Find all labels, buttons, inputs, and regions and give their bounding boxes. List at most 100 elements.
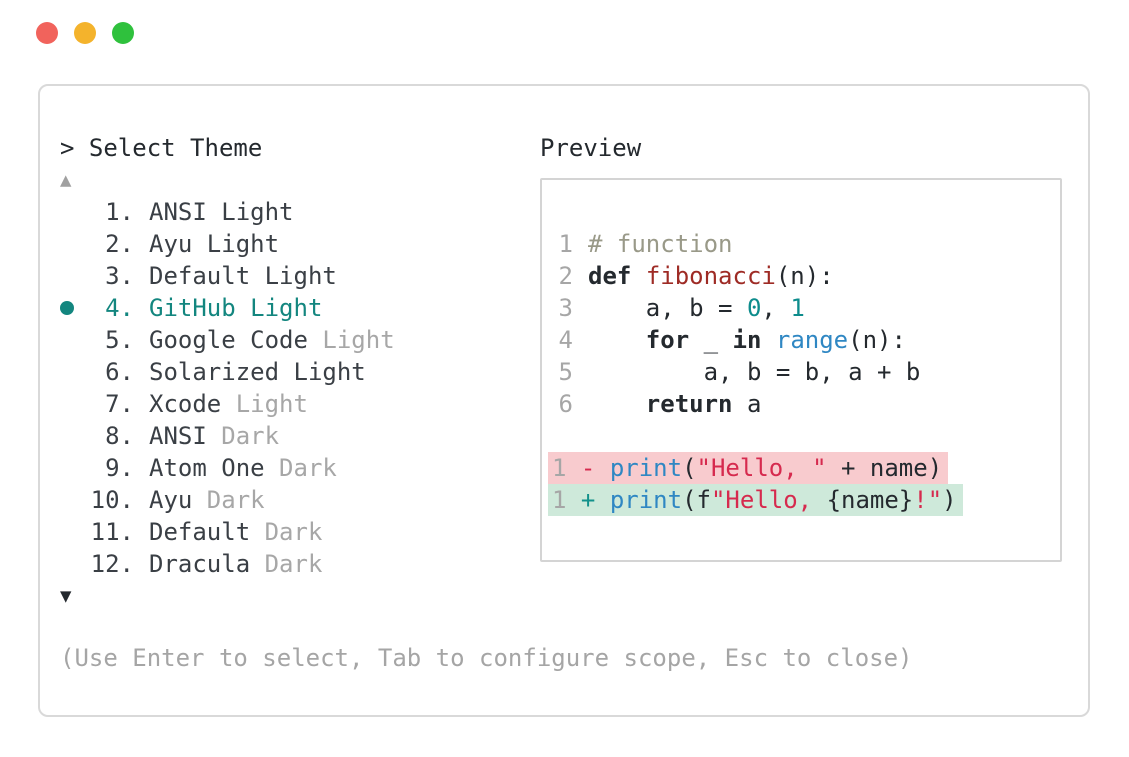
selection-bullet-slot <box>60 260 90 292</box>
selection-bullet-slot <box>60 516 90 548</box>
theme-list-item[interactable]: 12. Dracula Dark <box>60 548 520 580</box>
theme-item-number: 2. <box>105 230 134 258</box>
theme-list-item[interactable]: 5. Google Code Light <box>60 324 520 356</box>
theme-item-number: 7. <box>105 390 134 418</box>
theme-item-number: 6. <box>105 358 134 386</box>
theme-item-label: Solarized Light <box>149 356 366 388</box>
code-token: {name} <box>826 486 914 514</box>
code-token: (f <box>682 486 711 514</box>
theme-item-number: 8. <box>105 422 134 450</box>
theme-item-label: Atom One Dark <box>149 452 337 484</box>
theme-list-item[interactable]: 1.ANSI Light <box>60 196 520 228</box>
theme-item-number: 12. <box>90 550 134 578</box>
theme-name-text: Google Code <box>149 326 323 354</box>
line-number: 2 <box>558 262 573 290</box>
picker-title: > Select Theme <box>60 134 263 162</box>
code-token: ) <box>942 486 957 514</box>
code-token: print <box>609 454 683 482</box>
theme-variant-text: Light <box>322 326 395 354</box>
theme-item-label: Ayu Dark <box>149 484 265 516</box>
theme-list-item[interactable]: 8. ANSI Dark <box>60 420 520 452</box>
theme-list-item[interactable]: 9.Atom One Dark <box>60 452 520 484</box>
code-token: - <box>566 454 610 482</box>
scroll-up-icon[interactable]: ▲ <box>60 169 72 191</box>
theme-list-item[interactable]: 4.GitHub Light <box>60 292 520 324</box>
theme-list-item[interactable]: 10. Ayu Dark <box>60 484 520 516</box>
theme-variant-text: Dark <box>264 550 323 578</box>
line-number: 1 <box>558 230 573 258</box>
diff-line: 1 - print("Hello, " + name) <box>542 452 1060 484</box>
preview-label: Preview <box>540 134 642 162</box>
code-token: for <box>645 326 690 354</box>
zoom-button[interactable] <box>112 22 134 44</box>
theme-item-number: 10. <box>90 486 134 514</box>
code-token: a <box>732 390 762 418</box>
theme-item-number: 1. <box>105 198 134 226</box>
code-token: in <box>732 326 762 354</box>
theme-name-text: Ayu <box>149 486 207 514</box>
code-token: 1 <box>790 294 805 322</box>
code-token: range <box>775 326 849 354</box>
line-number: 1 <box>552 486 567 514</box>
theme-item-label: Google Code Light <box>149 324 395 356</box>
line-number: 5 <box>558 358 573 386</box>
code-token: a, b = b, a + b <box>588 358 921 386</box>
scroll-down-icon[interactable]: ▼ <box>60 585 72 607</box>
theme-item-number: 4. <box>105 294 134 322</box>
theme-name-text: Xcode <box>149 390 236 418</box>
theme-variant-text: Dark <box>221 422 280 450</box>
theme-name-text: Default Light <box>149 262 337 290</box>
selection-bullet-slot <box>60 548 90 580</box>
theme-item-number: 11. <box>90 518 134 546</box>
selection-bullet-slot <box>60 388 90 420</box>
line-number: 4 <box>558 326 573 354</box>
code-token: a, b = <box>588 294 747 322</box>
selection-bullet-slot <box>60 484 90 516</box>
code-token: 0 <box>746 294 762 322</box>
hint-text: (Use Enter to select, Tab to configure s… <box>60 644 913 672</box>
diff-inserted-highlight: 1 + print(f"Hello, {name}!") <box>548 484 963 516</box>
code-token: , <box>761 294 791 322</box>
selection-bullet-slot <box>60 292 90 324</box>
code-token: + <box>566 486 610 514</box>
close-button[interactable] <box>36 22 58 44</box>
theme-variant-text: Dark <box>206 486 265 514</box>
diff-deleted-highlight: 1 - print("Hello, " + name) <box>548 452 949 484</box>
code-token: "Hello, <box>710 486 827 514</box>
code-token: return <box>645 390 733 418</box>
theme-variant-text: Dark <box>279 454 337 482</box>
theme-item-number: 5. <box>105 326 134 354</box>
blank-line <box>542 420 1060 452</box>
theme-list-item[interactable]: 11. Default Dark <box>60 516 520 548</box>
selection-bullet-slot <box>60 356 90 388</box>
theme-item-label: Dracula Dark <box>149 548 322 580</box>
code-token: print <box>609 486 683 514</box>
theme-item-label: Default Dark <box>149 516 322 548</box>
theme-variant-text: Dark <box>264 518 323 546</box>
selection-bullet-slot <box>60 324 90 356</box>
line-number: 3 <box>558 294 573 322</box>
selection-bullet-slot <box>60 452 90 484</box>
code-token <box>631 260 645 292</box>
theme-item-number: 3. <box>105 262 134 290</box>
code-token: !" <box>913 486 943 514</box>
code-token: (n): <box>775 262 834 290</box>
diff-line: 1 + print(f"Hello, {name}!") <box>542 484 1060 516</box>
theme-name-text: Ayu Light <box>149 230 280 258</box>
theme-list-item[interactable]: 2. Ayu Light <box>60 228 520 260</box>
theme-list-item[interactable]: 3. Default Light <box>60 260 520 292</box>
theme-item-label: Default Light <box>149 260 337 292</box>
code-token <box>588 324 646 356</box>
selection-bullet-slot <box>60 228 90 260</box>
code-line: 3 a, b = 0, 1 <box>542 292 1060 324</box>
minimize-button[interactable] <box>74 22 96 44</box>
code-token: # function <box>588 230 733 258</box>
theme-list-item[interactable]: 6. Solarized Light <box>60 356 520 388</box>
theme-item-label: ANSI Dark <box>149 420 279 452</box>
theme-list-item[interactable]: 7.Xcode Light <box>60 388 520 420</box>
